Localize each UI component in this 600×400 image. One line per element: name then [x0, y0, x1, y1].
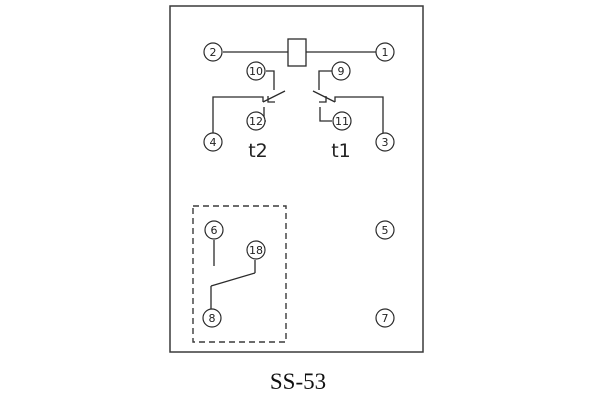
t2-contact-marker	[267, 96, 275, 103]
terminal-7-number: 7	[382, 312, 389, 325]
timer-label-t2: t2	[248, 140, 268, 162]
wire-3-to-t1	[334, 96, 384, 135]
terminal-6[interactable]: 6	[204, 220, 224, 240]
terminal-8[interactable]: 8	[202, 308, 222, 328]
t1-contact-marker	[319, 96, 327, 103]
terminal-7[interactable]: 7	[375, 308, 395, 328]
terminal-11-number: 11	[335, 115, 349, 128]
timer-label-t1: t1	[331, 140, 351, 162]
terminal-6-number: 6	[211, 224, 218, 237]
wire-4-to-t2	[212, 96, 264, 135]
terminal-4[interactable]: 4	[203, 132, 223, 152]
terminal-3[interactable]: 3	[375, 132, 395, 152]
relay-housing-outline	[169, 5, 424, 353]
terminal-12[interactable]: 12	[246, 111, 266, 131]
auxiliary-module-outline	[192, 205, 287, 343]
terminal-5[interactable]: 5	[375, 220, 395, 240]
contact-group-t2	[212, 70, 286, 135]
terminal-2[interactable]: 2	[203, 42, 223, 62]
terminal-18[interactable]: 18	[246, 240, 266, 260]
coil-symbol	[287, 38, 307, 67]
terminal-9[interactable]: 9	[331, 61, 351, 81]
terminal-1[interactable]: 1	[375, 42, 395, 62]
wire-11-to-t1	[319, 107, 332, 122]
model-caption: SS-53	[270, 369, 326, 394]
wire-9-to-t1	[318, 70, 332, 90]
terminal-18-number: 18	[249, 244, 263, 257]
terminal-4-number: 4	[210, 136, 217, 149]
terminal-9-number: 9	[338, 65, 345, 78]
terminal-3-number: 3	[382, 136, 389, 149]
t2-switch-blade	[262, 90, 286, 103]
terminal-11[interactable]: 11	[332, 111, 352, 131]
terminal-8-number: 8	[209, 312, 216, 325]
terminal-1-number: 1	[382, 46, 389, 59]
terminal-2-number: 2	[210, 46, 217, 59]
terminal-10-number: 10	[249, 65, 263, 78]
terminal-10[interactable]: 10	[246, 61, 266, 81]
terminal-5-number: 5	[382, 224, 389, 237]
terminal-12-number: 12	[249, 115, 263, 128]
wire-10-to-t2	[266, 70, 275, 90]
t1-switch-blade	[312, 90, 336, 103]
contact-group-t1	[312, 70, 384, 135]
aux-switch-blade	[210, 272, 256, 287]
